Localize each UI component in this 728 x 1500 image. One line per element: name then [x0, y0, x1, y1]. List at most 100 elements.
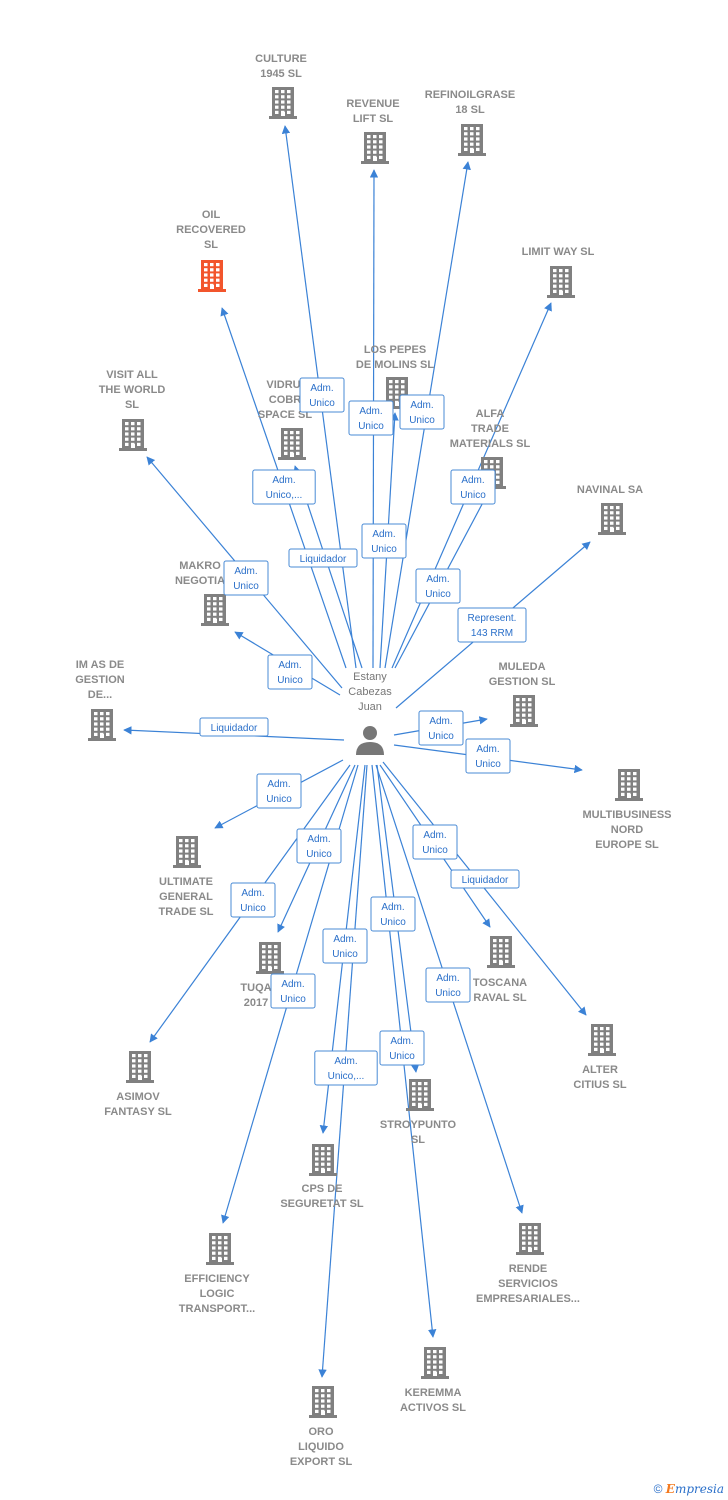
company-label: REVENUE	[346, 98, 399, 110]
edge-label-box	[348, 400, 394, 436]
company-label: SL	[411, 1134, 425, 1146]
company-label: NEGOTIA	[175, 575, 225, 587]
edge-label-oilrec[interactable]: Adm.Unico,...	[252, 469, 316, 505]
edge-label-text: 143 RRM	[471, 628, 513, 639]
edge-label-box	[450, 869, 520, 889]
company-node-efficiency[interactable]: EFFICIENCYLOGICTRANSPORT...	[179, 1233, 255, 1315]
company-label: LOGIC	[200, 1288, 235, 1300]
edge-label-text: Unico	[460, 490, 486, 501]
company-label: GENERAL	[159, 891, 213, 903]
company-label: DE MOLINS SL	[356, 359, 435, 371]
company-label: KEREMMA	[405, 1387, 462, 1399]
person-name: Cabezas	[348, 686, 392, 698]
edge-label-revenue[interactable]: Adm.Unico	[348, 400, 394, 436]
edge-label-box	[322, 928, 368, 964]
company-label: TRANSPORT...	[179, 1303, 255, 1315]
edge-label-box	[296, 828, 342, 864]
building-icon	[615, 769, 643, 801]
company-label: COBR	[269, 394, 301, 406]
edge-label-lospepes[interactable]: Adm. Unico	[361, 523, 407, 559]
edge-label-text: Unico	[371, 544, 397, 555]
edge-label-cps[interactable]: Adm.Unico	[322, 928, 368, 964]
edge-label-stroypunto[interactable]: Adm.Unico	[370, 896, 416, 932]
company-label: LIMIT WAY SL	[522, 246, 595, 258]
edge-label-box	[379, 1030, 425, 1066]
edge-label-text: Unico	[277, 675, 303, 686]
edge-label-text: Unico,...	[266, 490, 303, 501]
edge-label-box	[267, 654, 313, 690]
edge-label-efficiency[interactable]: Adm.Unico	[270, 973, 316, 1009]
edge-label-text: Adm.	[267, 779, 290, 790]
edge-label-text: Adm.	[234, 566, 257, 577]
edge-label-text: Adm.	[429, 716, 452, 727]
edge-label-box	[314, 1050, 378, 1086]
edge-label-text: Unico,...	[328, 1071, 365, 1082]
edge-label-alfa[interactable]: Adm.Unico	[450, 469, 496, 505]
edge-label-refinoil[interactable]: Adm.Unico	[399, 394, 445, 430]
edge-label-asimov[interactable]: Adm.Unico	[230, 882, 276, 918]
edge-label-oro[interactable]: Adm.Unico,...	[314, 1050, 378, 1086]
edge-label-box	[223, 560, 269, 596]
edge-label-visitall[interactable]: Adm.Unico	[223, 560, 269, 596]
edge-label-text: Unico	[475, 759, 501, 770]
company-label: NAVINAL SA	[577, 484, 643, 496]
company-node-limitway[interactable]: LIMIT WAY SL	[522, 246, 595, 298]
edge-label-vidrui[interactable]: Liquidador	[288, 548, 358, 568]
edge-label-ultimate[interactable]: Adm.Unico	[256, 773, 302, 809]
edge-label-box	[425, 967, 471, 1003]
edge-label-limitway[interactable]: Adm.Unico	[415, 568, 461, 604]
edge-label-text: Unico	[425, 589, 451, 600]
edge-label-navinal[interactable]: Represent.143 RRM	[457, 607, 527, 643]
company-label: 18 SL	[455, 104, 485, 116]
edge-label-text: Unico	[409, 415, 435, 426]
edge-label-multibusiness[interactable]: Adm.Unico	[465, 738, 511, 774]
edge-label-text: Unico	[309, 398, 335, 409]
building-icon	[458, 124, 486, 156]
building-icon	[278, 428, 306, 460]
company-label: ULTIMATE	[159, 876, 213, 888]
company-label: ASIMOV	[116, 1091, 160, 1103]
edge-label-imas[interactable]: Liquidador	[199, 717, 269, 737]
company-label: CPS DE	[302, 1183, 343, 1195]
edge-label-text: Liquidador	[300, 554, 347, 565]
edge-label-rende[interactable]: Adm.Unico	[425, 967, 471, 1003]
edge-label-box	[418, 710, 464, 746]
company-label: 1945 SL	[260, 68, 302, 80]
edge-label-makro[interactable]: Adm.Unico	[267, 654, 313, 690]
company-node-imas[interactable]: IM AS DEGESTIONDE...	[75, 659, 125, 741]
edge-label-tuqa[interactable]: Adm.Unico	[296, 828, 342, 864]
building-icon	[510, 695, 538, 727]
building-icon	[516, 1223, 544, 1255]
edge-label-toscana[interactable]: Adm.Unico	[412, 824, 458, 860]
company-label: ALFA	[476, 408, 505, 420]
company-node-navinal[interactable]: NAVINAL SA	[577, 484, 643, 535]
edge-label-text: Adm.	[372, 529, 395, 540]
edge-label-box	[399, 394, 445, 430]
edge-label-box	[270, 973, 316, 1009]
edge-label-culture[interactable]: Adm.Unico	[299, 377, 345, 413]
edge-label-keremma[interactable]: Adm.Unico	[379, 1030, 425, 1066]
building-icon	[361, 132, 389, 164]
edge-label-alter[interactable]: Liquidador	[450, 869, 520, 889]
edge-label-muleda[interactable]: Adm.Unico	[418, 710, 464, 746]
company-node-rende[interactable]: RENDESERVICIOSEMPRESARIALES...	[476, 1223, 580, 1305]
